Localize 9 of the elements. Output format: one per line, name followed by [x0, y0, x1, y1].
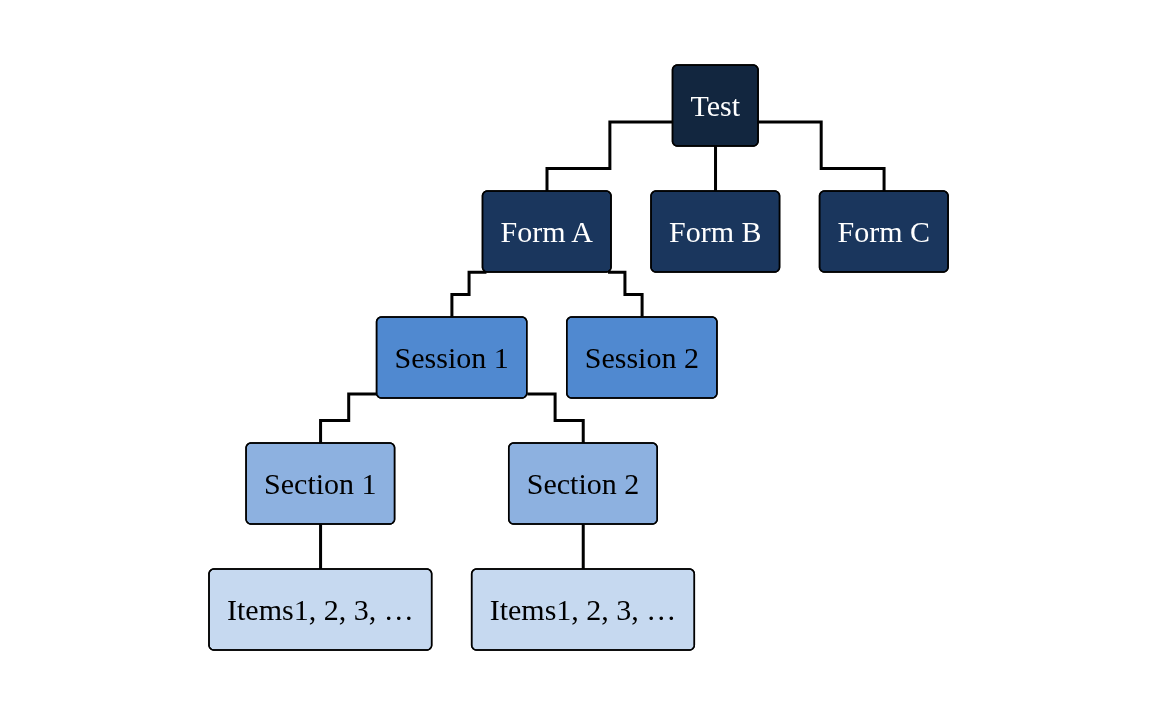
- connector: [545, 120, 673, 193]
- connector: [714, 145, 718, 193]
- connector: [319, 392, 378, 445]
- connector: [758, 120, 886, 193]
- connector: [581, 523, 585, 571]
- connector: [319, 523, 323, 571]
- connector: [450, 270, 487, 319]
- connector: [608, 270, 644, 319]
- connector: [527, 392, 585, 445]
